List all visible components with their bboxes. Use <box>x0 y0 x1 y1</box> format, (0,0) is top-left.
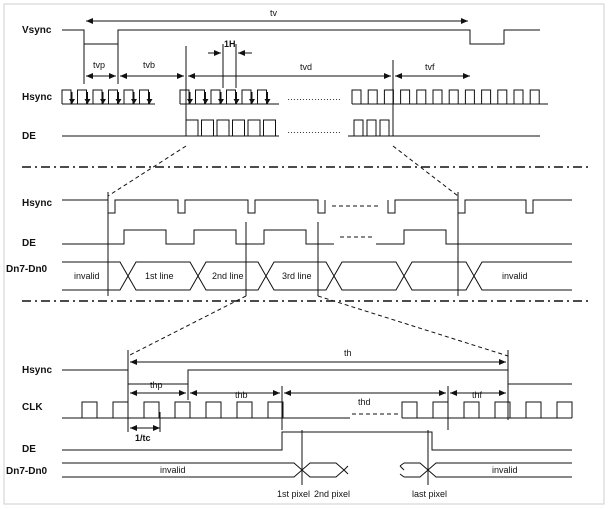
tvd-label: tvd <box>300 62 312 72</box>
de-continuation-dots: ……………… <box>287 125 341 135</box>
thf-label: thf <box>472 390 483 400</box>
pixel-label-second: 2nd pixel <box>314 489 350 499</box>
zoom-line-2-right <box>317 295 509 357</box>
data-field-2nd-line: 2nd line <box>212 271 244 281</box>
hsync-top-pulses-b <box>179 89 279 105</box>
tvp-label: tvp <box>93 60 105 70</box>
hsync-continuation-dots: ……………… <box>287 92 341 102</box>
de-label-middle: DE <box>22 238 36 249</box>
pixel-label-first: 1st pixel <box>277 489 310 499</box>
panel-line-timing: Hsync DE Dn7-Dn0 invalid 1st line 2nd li… <box>6 192 572 296</box>
hsync-label-bottom: Hsync <box>22 365 52 376</box>
one-h-label: 1H <box>224 39 236 49</box>
zoom-line-2-left <box>127 295 247 357</box>
tvf-label: tvf <box>425 62 435 72</box>
hsync-label-middle: Hsync <box>22 198 52 209</box>
tvb-label: tvb <box>143 60 155 70</box>
data-field-1st-line: 1st line <box>145 271 174 281</box>
tv-label: tv <box>270 8 278 18</box>
hsync-waveform-bottom <box>62 369 572 385</box>
data-bus-label-bottom: Dn7-Dn0 <box>6 466 48 477</box>
de-waveform-middle-b <box>376 229 572 245</box>
de-label-top: DE <box>22 131 36 142</box>
clk-label: CLK <box>22 402 43 413</box>
panel-pixel-timing: th Hsync thp thb thd thf CLK 1/tc DE Dn7… <box>6 348 573 499</box>
clk-pulses-b <box>401 401 573 419</box>
one-tc-label: 1/tc <box>135 433 151 443</box>
data-field-invalid-left: invalid <box>160 465 186 475</box>
hsync-label-top: Hsync <box>22 92 52 103</box>
data-field-invalid-start: invalid <box>74 271 100 281</box>
clk-waveform <box>62 401 573 419</box>
hsync-waveform-top <box>61 89 548 105</box>
pixel-label-last: last pixel <box>412 489 447 499</box>
hsync-waveform-middle-a <box>62 199 326 214</box>
de-waveform-top <box>62 119 540 137</box>
vsync-waveform <box>62 29 540 45</box>
de-waveform-middle-a <box>62 229 334 245</box>
de-label-bottom: DE <box>22 444 36 455</box>
de-waveform-bottom <box>62 431 572 451</box>
thd-label: thd <box>358 397 371 407</box>
data-field-invalid-right: invalid <box>492 465 518 475</box>
vsync-label: Vsync <box>22 25 52 36</box>
data-bus-label-middle: Dn7-Dn0 <box>6 264 48 275</box>
data-field-3rd-line: 3rd line <box>282 271 312 281</box>
figure-border <box>3 3 605 505</box>
de-top-pulses-a <box>62 119 279 137</box>
data-field-invalid-end: invalid <box>502 271 528 281</box>
de-top-pulses-b <box>348 119 540 137</box>
hsync-top-pulses-a <box>61 89 155 105</box>
hsync-top-pulses-c <box>351 89 548 105</box>
clk-pulses-a <box>62 401 350 419</box>
zoom-line-1-right <box>392 145 459 197</box>
thp-label: thp <box>150 380 163 390</box>
panel-frame-timing: Vsync tv tvp tvb tvd tvf 1H Hsync ………………… <box>22 8 548 142</box>
data-bus-waveform-middle <box>62 261 572 291</box>
hsync-waveform-middle-b <box>387 199 572 214</box>
th-label: th <box>344 348 352 358</box>
thb-label: thb <box>235 390 248 400</box>
zoom-line-1-left <box>107 145 187 197</box>
